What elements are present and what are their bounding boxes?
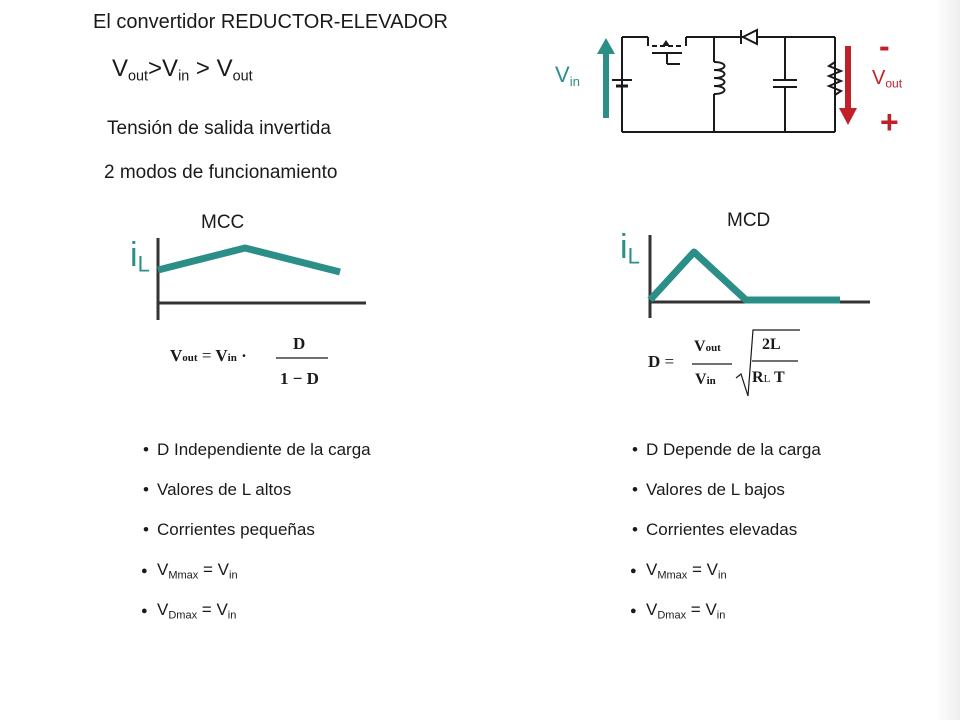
mcd-waveform	[647, 235, 870, 318]
modes-text: 2 modos de funcionamiento	[104, 162, 338, 183]
relation-out2: out	[232, 68, 253, 85]
mcd-f-den: Vin	[695, 371, 716, 389]
mcd-vm-sub: Mmax	[657, 569, 688, 582]
mcd-bullet-list: D Depende de la carga Valores de L bajos…	[630, 440, 821, 640]
mcd-vd-v: V	[646, 600, 658, 619]
inductor-symbol	[713, 37, 726, 132]
mcc-vd-v: V	[157, 600, 169, 619]
mcc-vd-sub: Dmax	[168, 609, 198, 622]
right-edge-shade	[936, 0, 960, 720]
relation-v1: V	[112, 55, 129, 82]
mcd-f-num: Vout	[694, 338, 721, 356]
mcd-f-sqrt-num: 2L	[762, 336, 781, 353]
mcd-f-vout-v: V	[694, 338, 706, 355]
relation-gt1: >	[148, 55, 163, 82]
relation-in: in	[178, 68, 190, 85]
mcd-f-t: T	[774, 369, 785, 386]
voltage-relation: Vout>Vin > Vout	[112, 55, 253, 84]
circuit-vin-label: Vin	[555, 62, 580, 89]
mcd-current-trace	[647, 248, 840, 304]
relation-v2: V	[162, 55, 179, 82]
mcd-il-sub: L	[627, 243, 640, 269]
mcc-waveform	[156, 238, 366, 320]
circuit-vout-v: V	[872, 67, 886, 89]
mcc-current-trace	[157, 244, 341, 276]
mcd-f-d-text: D	[648, 352, 661, 371]
circuit-plus-sign: +	[880, 104, 899, 140]
mcc-f-vout-sub: out	[182, 352, 198, 364]
buck-boost-circuit	[612, 28, 844, 133]
mcd-bullet: Valores de L bajos	[632, 480, 821, 520]
mcc-il-i: i	[130, 236, 138, 274]
mcd-vd-eq: = V	[686, 600, 717, 619]
mcc-f-den: 1 − D	[280, 369, 319, 388]
mcd-f-r: R	[752, 369, 764, 386]
mcd-il-i: i	[620, 228, 628, 266]
mcc-il-sub: L	[137, 251, 150, 277]
mcd-vm-in: in	[718, 569, 727, 582]
relation-out1: out	[128, 68, 149, 85]
mcd-bullet: D Depende de la carga	[632, 440, 821, 480]
mcc-bullet: Corrientes pequeñas	[143, 520, 371, 560]
mcc-vd-in: in	[227, 609, 237, 622]
circuit-minus-sign: -	[879, 28, 890, 64]
source-symbol	[612, 79, 632, 88]
capacitor-symbol	[773, 37, 797, 132]
circuit-vout-sub: out	[885, 76, 903, 91]
mcc-f-dot: ·	[241, 346, 247, 365]
mcc-il-label: iL	[130, 236, 150, 278]
mcc-f-num: D	[293, 334, 306, 353]
mcc-bullet: D Independiente de la carga	[143, 440, 371, 480]
mcd-f-vout-sub: out	[705, 342, 721, 354]
circuit-vout-label: Vout	[872, 67, 902, 91]
mcc-bullet: Valores de L altos	[143, 480, 371, 520]
resistor-symbol	[826, 61, 844, 96]
mcc-vd-eq: = V	[197, 600, 228, 619]
slide-title: El convertidor REDUCTOR-ELEVADOR	[93, 11, 448, 33]
mcd-vm-v: V	[646, 560, 658, 579]
mcc-formula-lhs: Vout = Vin ·	[170, 346, 247, 366]
inverted-output-text: Tensión de salida invertida	[107, 118, 331, 139]
mcd-label: MCD	[727, 210, 771, 231]
mcd-f-vin-sub: in	[706, 375, 716, 387]
mosfet-symbol	[647, 37, 687, 65]
mcd-f-eq: =	[664, 352, 675, 371]
mcd-f-sqrt-den: RL T	[752, 369, 785, 387]
mcc-bullet-vmmax: VMmax = Vin	[141, 560, 371, 600]
mcc-f-eq: =	[201, 346, 212, 365]
relation-v3: V	[216, 55, 233, 82]
mcc-bullet-list: D Independiente de la carga Valores de L…	[141, 440, 371, 640]
relation-gt2: >	[189, 55, 217, 82]
diode-symbol	[735, 28, 758, 46]
mcd-bullet-vdmax: VDmax = Vin	[630, 600, 821, 640]
mcc-vm-sub: Mmax	[168, 569, 199, 582]
mcc-f-vin-v: V	[215, 346, 228, 365]
mcd-bullet: Corrientes elevadas	[632, 520, 821, 560]
mcd-sqrt-sign	[735, 329, 800, 397]
mcc-f-vout-v: V	[170, 346, 183, 365]
mcd-vm-eq: = V	[687, 560, 719, 579]
circuit-vin-sub: in	[569, 73, 580, 89]
mcc-vm-in: in	[229, 569, 238, 582]
vin-arrow	[597, 38, 615, 118]
mcc-vm-eq: = V	[198, 560, 230, 579]
vout-arrow	[839, 46, 857, 125]
mcc-bullet-vdmax: VDmax = Vin	[141, 600, 371, 640]
mcd-il-label: iL	[620, 228, 640, 270]
mcd-vd-in: in	[716, 609, 726, 622]
mcd-f-vin-v: V	[695, 371, 707, 388]
mcd-f-l: L	[763, 373, 771, 385]
mcc-label: MCC	[201, 212, 245, 233]
mcd-f-d: D =	[648, 352, 674, 372]
mcc-vm-v: V	[157, 560, 169, 579]
mcd-bullet-vmmax: VMmax = Vin	[630, 560, 821, 600]
circuit-vin-v: V	[555, 62, 570, 87]
mcd-vd-sub: Dmax	[657, 609, 687, 622]
mcc-f-vin-sub: in	[227, 352, 237, 364]
